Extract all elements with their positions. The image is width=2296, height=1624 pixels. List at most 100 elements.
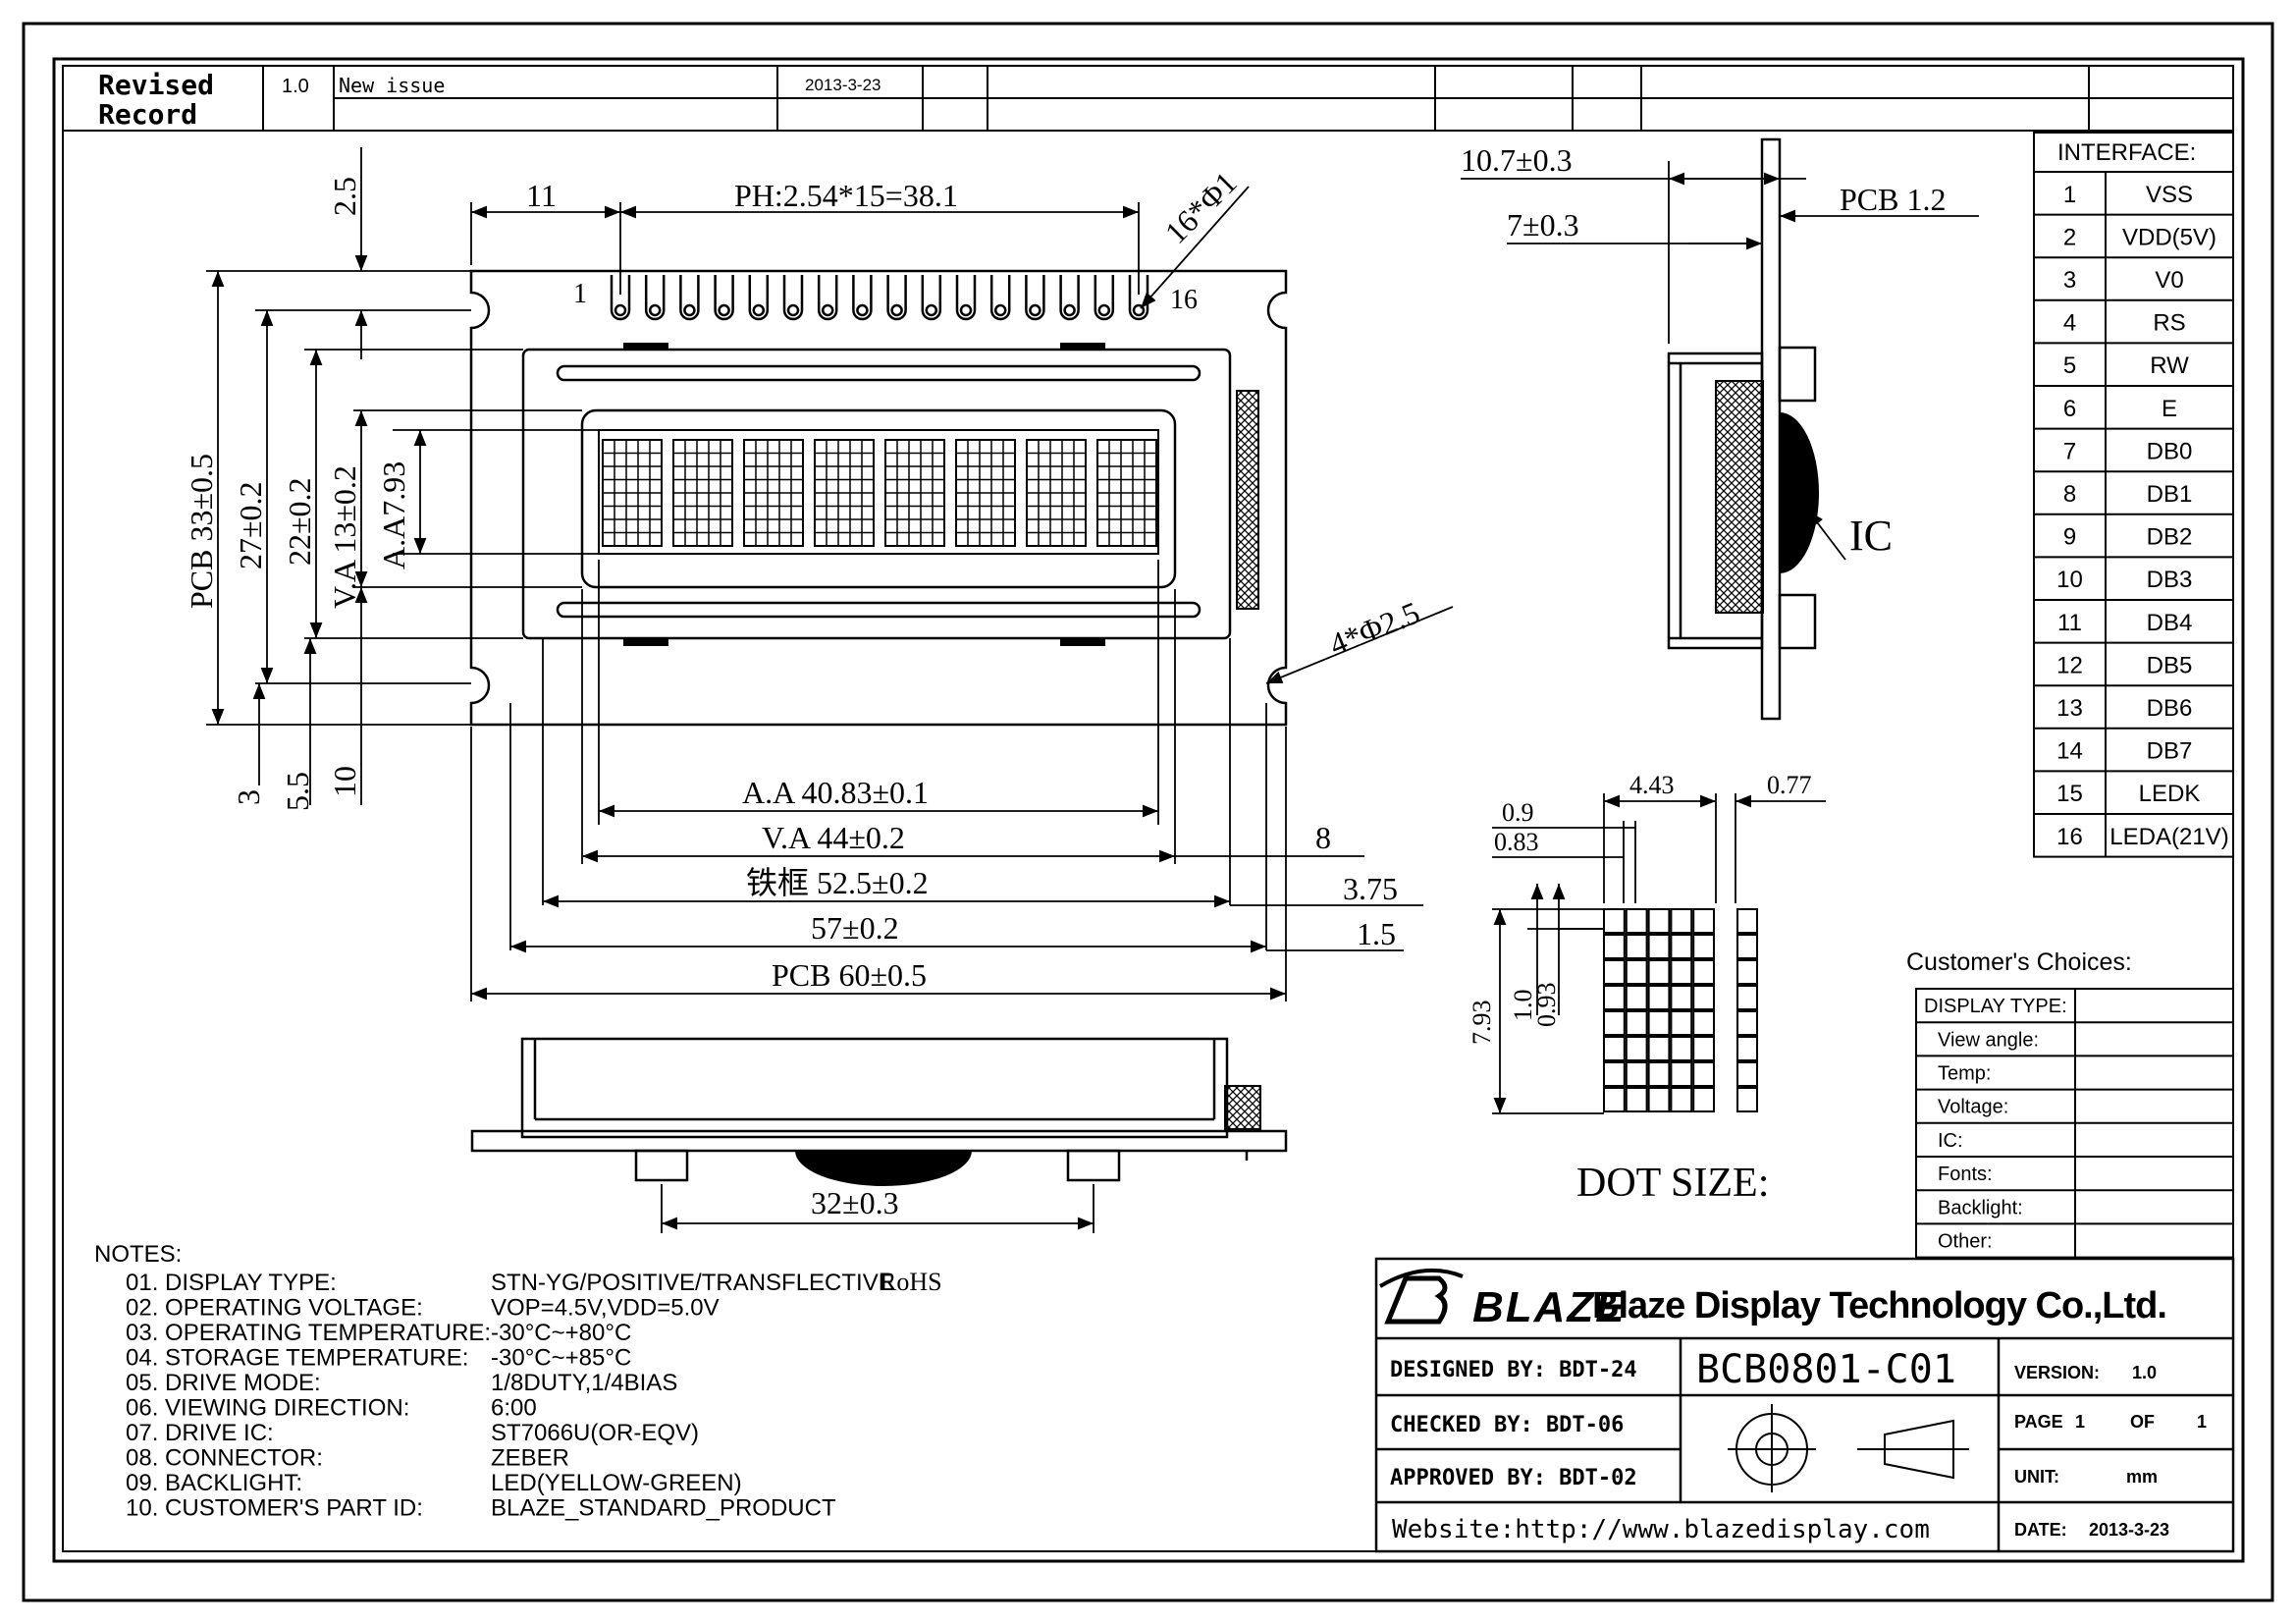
note-label: 08. CONNECTOR: xyxy=(126,1445,323,1472)
cursor-dot xyxy=(1736,934,1758,959)
unit-label: UNIT: xyxy=(2014,1467,2059,1487)
projection-symbol xyxy=(1728,1404,1969,1492)
pin-number: 2 xyxy=(2063,224,2076,250)
dot xyxy=(1625,1061,1648,1087)
pin-number: 6 xyxy=(2063,396,2076,422)
pin xyxy=(610,275,631,321)
customer-row-label: Voltage: xyxy=(1938,1097,2008,1118)
note-label: 07. DRIVE IC: xyxy=(126,1420,274,1446)
dot xyxy=(1692,1036,1715,1061)
side-zebra xyxy=(1715,380,1764,614)
pin-number: 15 xyxy=(2056,781,2083,807)
dot xyxy=(1625,1087,1648,1112)
pin-name: LEDK xyxy=(2139,781,2201,807)
dot xyxy=(1692,959,1715,985)
dim-aa-height: A.A7.93 xyxy=(376,461,411,569)
pin-name: VDD(5V) xyxy=(2122,224,2216,250)
dot xyxy=(1670,1010,1693,1036)
customer-choices-table xyxy=(1915,988,2234,1259)
dot-size-dims xyxy=(1492,793,1826,1114)
pin-name: DB2 xyxy=(2147,524,2193,551)
dim-bottom-5-5: 5.5 xyxy=(280,772,315,811)
dot-size-title: DOT SIZE: xyxy=(1576,1161,1769,1206)
inner-border xyxy=(52,57,2245,1563)
note-label: 05. DRIVE MODE: xyxy=(126,1370,321,1396)
pin-hole xyxy=(856,303,869,317)
pin xyxy=(989,275,1011,321)
revision-description: New issue xyxy=(339,74,445,97)
pin-name: DB6 xyxy=(2147,695,2193,722)
company-name: Blaze Display Technology Co.,Ltd. xyxy=(1592,1285,2166,1326)
dot xyxy=(1692,1061,1715,1087)
dot xyxy=(1692,985,1715,1010)
dot xyxy=(1670,1087,1693,1112)
interface-table xyxy=(2033,132,2234,858)
note-label: 06. VIEWING DIRECTION: xyxy=(126,1395,409,1422)
dot xyxy=(1647,985,1671,1010)
dot xyxy=(1647,908,1671,934)
side-dims xyxy=(1461,161,1979,561)
pin xyxy=(886,275,907,321)
zebra-connector xyxy=(1236,390,1259,610)
dim-right-1-5: 1.5 xyxy=(1357,916,1396,951)
customer-row-label: Other: xyxy=(1938,1231,1993,1253)
checked-by: CHECKED BY: BDT-06 xyxy=(1390,1413,1624,1437)
blaze-logo-text: BLAZE xyxy=(1472,1283,1627,1331)
dot xyxy=(1692,934,1715,959)
approved-by: APPROVED BY: BDT-02 xyxy=(1390,1466,1637,1490)
note-label: 10. CUSTOMER'S PART ID: xyxy=(126,1495,423,1522)
pin-hole xyxy=(1063,303,1076,317)
version-value: 1.0 xyxy=(2132,1363,2157,1382)
dot xyxy=(1670,1061,1693,1087)
dot xyxy=(1647,1061,1671,1087)
cursor-dot xyxy=(1736,985,1758,1010)
cursor-dot xyxy=(1736,1036,1758,1061)
pin-number: 12 xyxy=(2056,652,2083,678)
unit-value: mm xyxy=(2126,1467,2158,1487)
dot xyxy=(1647,1010,1671,1036)
dot xyxy=(1670,985,1693,1010)
pin xyxy=(714,275,734,321)
character-cell xyxy=(1096,439,1157,547)
dot xyxy=(1603,1010,1626,1036)
character-cell xyxy=(743,439,804,547)
pin-hole xyxy=(1132,303,1146,317)
pin-hole xyxy=(786,303,800,317)
pin-name: DB4 xyxy=(2147,610,2193,636)
dot xyxy=(1625,985,1648,1010)
pin xyxy=(748,275,770,321)
note-value: 1/8DUTY,1/4BIAS xyxy=(491,1370,677,1396)
character-cell xyxy=(602,439,663,547)
ic-blob-side xyxy=(1780,412,1819,573)
pin-name: DB3 xyxy=(2147,567,2193,593)
dot xyxy=(1603,1036,1626,1061)
notes-rohs: RoHS xyxy=(880,1268,942,1296)
dot-h-1-0: 1.0 xyxy=(1509,990,1537,1022)
note-label: 02. OPERATING VOLTAGE: xyxy=(126,1295,423,1322)
date-label: DATE: xyxy=(2014,1520,2067,1540)
pin-number: 11 xyxy=(2057,610,2082,636)
cursor-dot xyxy=(1736,908,1758,934)
dim-side-total: 10.7±0.3 xyxy=(1461,142,1573,178)
pin-hole xyxy=(718,303,730,317)
pin-hole xyxy=(614,303,627,317)
note-value: STN-YG/POSITIVE/TRANSFLECTIVE xyxy=(491,1270,894,1296)
dot-w-4-43: 4.43 xyxy=(1629,771,1675,799)
pin-name: DB1 xyxy=(2147,481,2193,508)
pin-name: DB7 xyxy=(2147,738,2193,765)
customer-row-label: Temp: xyxy=(1938,1063,1991,1085)
bottom-view-dims xyxy=(661,1184,1095,1233)
pin-number: 4 xyxy=(2063,310,2076,337)
pin xyxy=(817,275,838,321)
dot xyxy=(1625,1036,1648,1061)
cursor-dot xyxy=(1736,959,1758,985)
revision-date: 2013-3-23 xyxy=(805,76,881,94)
dot xyxy=(1603,1087,1626,1112)
dim-bezel-height: 27±0.2 xyxy=(233,481,268,569)
dot xyxy=(1603,934,1626,959)
dot xyxy=(1603,959,1626,985)
character-cell xyxy=(814,439,875,547)
customer-row-label: Fonts: xyxy=(1938,1164,1993,1185)
pin-name: E xyxy=(2162,396,2177,422)
